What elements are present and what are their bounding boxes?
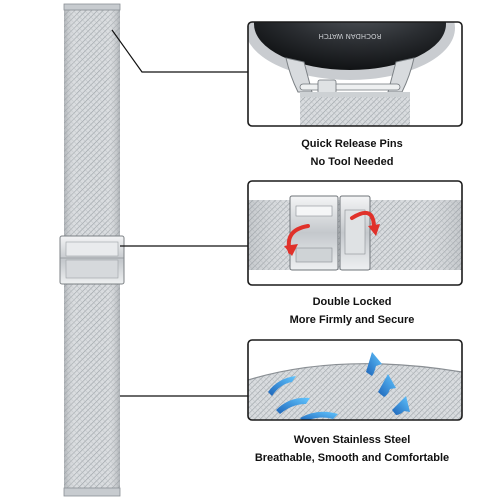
lock-arrow-right-icon xyxy=(350,210,376,230)
mesh-strap xyxy=(63,3,121,497)
callout-lines xyxy=(111,29,248,397)
panel-woven-steel xyxy=(247,339,463,421)
feature-3-subtitle: Breathable, Smooth and Comfortable xyxy=(254,452,450,464)
feature-2-subtitle: More Firmly and Secure xyxy=(289,314,415,326)
svg-text:ROCHDAN WATCH: ROCHDAN WATCH xyxy=(319,32,382,40)
feature-3-title: Woven Stainless Steel xyxy=(293,434,411,446)
feature-2-title: Double Locked xyxy=(312,296,392,308)
panel-double-lock xyxy=(247,180,463,286)
strap-clasp xyxy=(59,235,125,285)
feature-1-subtitle: No Tool Needed xyxy=(310,156,394,168)
feature-1-title: Quick Release Pins xyxy=(301,138,403,150)
panel-quick-release: ROCHDAN WATCH xyxy=(247,21,463,127)
